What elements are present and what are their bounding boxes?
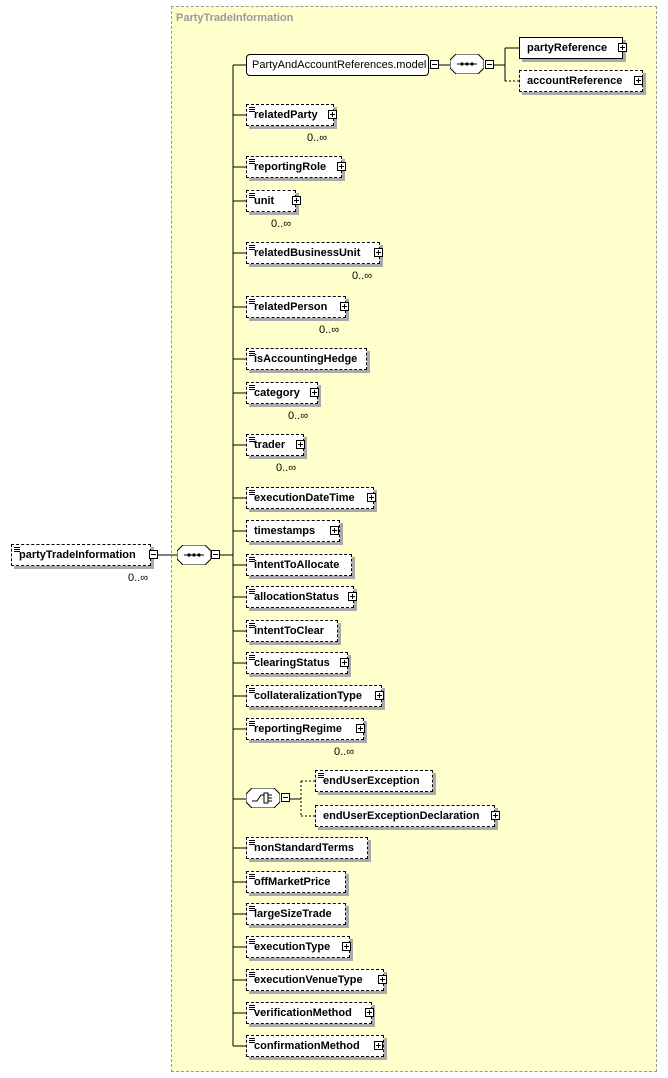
group-title: PartyTradeInformation [176,12,294,24]
element-clearingStatus[interactable]: clearingStatus [246,652,348,674]
element-category[interactable]: category [246,382,318,404]
element-label: endUserException [323,775,420,787]
expand-icon[interactable] [348,592,357,601]
element-confirmationMethod[interactable]: confirmationMethod [246,1035,384,1057]
element-label: category [254,387,300,399]
main-sequence-compositor-icon[interactable] [176,544,212,566]
element-label: allocationStatus [254,591,339,603]
element-executionVenueType[interactable]: executionVenueType [246,969,384,991]
expand-icon[interactable] [356,724,365,733]
element-label: accountReference [527,75,623,87]
element-label: executionType [254,941,331,953]
element-executionDateTime[interactable]: executionDateTime [246,487,374,509]
expand-icon[interactable] [292,196,301,205]
element-label: partyReference [527,42,608,54]
element-label: verificationMethod [254,1007,352,1019]
expand-icon[interactable] [328,110,337,119]
element-trader[interactable]: trader [246,434,304,456]
element-intentToClear[interactable]: intentToClear [246,620,338,642]
element-label: relatedParty [254,109,318,121]
expand-icon[interactable] [374,1041,383,1050]
expand-icon[interactable] [342,942,351,951]
cardinality: 0..∞ [307,132,328,144]
element-verificationMethod[interactable]: verificationMethod [246,1002,372,1024]
element-label: collateralizationType [254,690,362,702]
root-element-label: partyTradeInformation [19,549,136,561]
element-label: isAccountingHedge [254,353,358,365]
element-label: offMarketPrice [254,876,331,888]
element-accountReference[interactable]: accountReference [519,70,643,92]
cardinality: 0..∞ [276,462,297,474]
root-collapse-icon[interactable] [149,550,158,559]
element-endUserException[interactable]: endUserException [315,770,433,792]
expand-icon[interactable] [310,388,319,397]
expand-icon[interactable] [365,1008,374,1017]
expand-icon[interactable] [296,440,305,449]
cardinality: 0..∞ [288,410,309,422]
element-allocationStatus[interactable]: allocationStatus [246,586,354,608]
root-cardinality: 0..∞ [128,572,149,584]
expand-icon[interactable] [618,43,627,52]
expand-icon[interactable] [491,811,500,820]
element-label: trader [254,439,286,451]
choice-compositor-icon[interactable] [245,787,281,809]
element-isAccountingHedge[interactable]: isAccountingHedge [246,348,367,370]
expand-icon[interactable] [374,248,383,257]
expand-icon[interactable] [340,302,349,311]
cardinality: 0..∞ [271,218,292,230]
model-group-label: PartyAndAccountReferences.model [252,59,427,71]
element-label: reportingRole [254,161,327,173]
element-largeSizeTrade[interactable]: largeSizeTrade [246,903,346,925]
element-relatedBusinessUnit[interactable]: relatedBusinessUnit [246,242,380,264]
element-label: intentToAllocate [254,559,340,571]
element-label: timestamps [254,525,316,537]
model-sequence-collapse-icon[interactable] [485,60,494,69]
expand-icon[interactable] [330,526,339,535]
expand-icon[interactable] [367,493,376,502]
element-label: clearingStatus [254,657,330,669]
element-partyReference[interactable]: partyReference [519,37,623,59]
element-executionType[interactable]: executionType [246,936,350,958]
root-element-partyTradeInformation[interactable]: partyTradeInformation [11,544,151,566]
element-relatedPerson[interactable]: relatedPerson [246,296,346,318]
choice-collapse-icon[interactable] [281,793,290,802]
cardinality: 0..∞ [319,324,340,336]
expand-icon[interactable] [378,975,387,984]
expand-icon[interactable] [340,658,349,667]
element-unit[interactable]: unit [246,190,296,212]
element-label: executionVenueType [254,974,363,986]
element-reportingRegime[interactable]: reportingRegime [246,718,364,740]
element-offMarketPrice[interactable]: offMarketPrice [246,871,346,893]
element-endUserExceptionDeclaration[interactable]: endUserExceptionDeclaration [315,805,495,827]
element-label: unit [254,195,275,207]
element-label: confirmationMethod [254,1040,360,1052]
cardinality: 0..∞ [352,270,373,282]
element-label: intentToClear [254,625,325,637]
element-label: reportingRegime [254,723,343,735]
element-label: executionDateTime [254,492,355,504]
main-sequence-collapse-icon[interactable] [211,550,220,559]
element-collateralizationType[interactable]: collateralizationType [246,685,382,707]
expand-icon[interactable] [375,691,384,700]
model-group-PartyAndAccountReferences[interactable]: PartyAndAccountReferences.model [246,54,429,76]
model-group-collapse-icon[interactable] [430,60,439,69]
element-label: endUserExceptionDeclaration [323,810,480,822]
element-intentToAllocate[interactable]: intentToAllocate [246,554,352,576]
element-relatedParty[interactable]: relatedParty [246,104,334,126]
cardinality: 0..∞ [334,746,355,758]
expand-icon[interactable] [337,162,346,171]
element-nonStandardTerms[interactable]: nonStandardTerms [246,837,368,859]
element-label: relatedBusinessUnit [254,247,361,259]
expand-icon[interactable] [634,76,643,85]
element-label: nonStandardTerms [254,842,355,854]
element-timestamps[interactable]: timestamps [246,520,340,542]
element-label: largeSizeTrade [254,908,332,920]
element-label: relatedPerson [254,301,328,313]
model-sequence-compositor-icon[interactable] [449,53,485,75]
element-reportingRole[interactable]: reportingRole [246,156,342,178]
